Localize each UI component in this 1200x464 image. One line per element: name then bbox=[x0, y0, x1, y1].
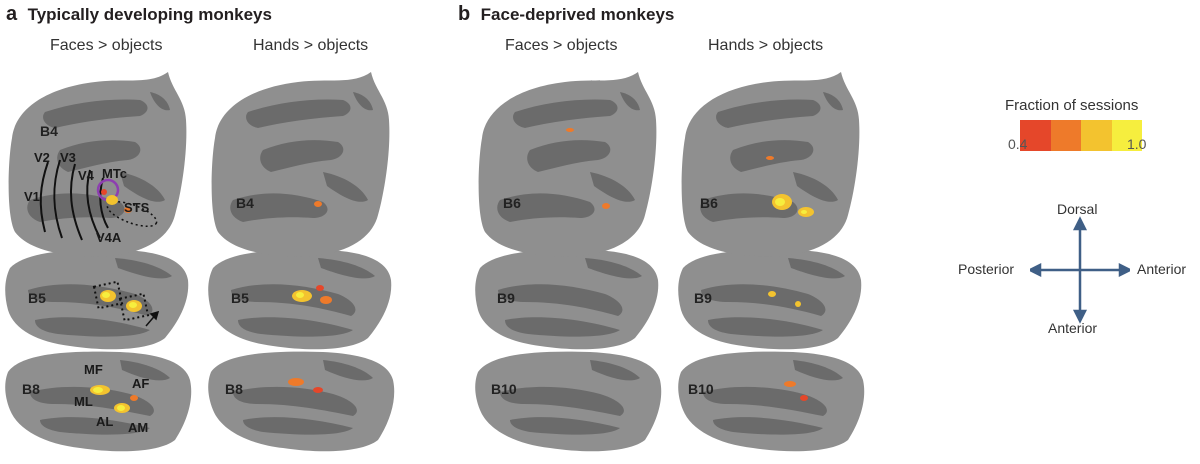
slice-label-a-faces-2: B5 bbox=[28, 290, 46, 306]
slice-label-a-hands-1: B4 bbox=[236, 195, 254, 211]
orientation-compass bbox=[1030, 216, 1130, 324]
compass-left-label: Posterior bbox=[958, 261, 1015, 277]
area-label-am: AM bbox=[128, 420, 148, 435]
compass-top-label: Dorsal bbox=[1057, 201, 1098, 217]
area-label-v4a: V4A bbox=[96, 230, 122, 245]
legend-min: 0.4 bbox=[1008, 136, 1028, 152]
area-label-v4: V4 bbox=[78, 168, 95, 183]
area-label-v2: V2 bbox=[34, 150, 50, 165]
slice-label-a-faces-1: B4 bbox=[40, 123, 58, 139]
panel-a-col1-heading: Faces > objects bbox=[50, 37, 163, 54]
area-label-af: AF bbox=[132, 376, 149, 391]
patch-boxes bbox=[92, 280, 150, 322]
slice-label-b-faces-2: B9 bbox=[497, 290, 515, 306]
legend-max: 1.0 bbox=[1127, 136, 1147, 152]
arrow-up-icon bbox=[1072, 216, 1088, 231]
compass-bottom-label: Anterior bbox=[1048, 320, 1098, 336]
slice-label-a-faces-3: B8 bbox=[22, 381, 40, 397]
panel-b-col1-heading: Faces > objects bbox=[505, 37, 618, 54]
arrow-down-icon bbox=[1072, 309, 1088, 324]
slice-label-b-hands-1: B6 bbox=[700, 195, 718, 211]
panel-a-title: Typically developing monkeys bbox=[27, 5, 272, 24]
arrow-left-icon bbox=[1030, 262, 1042, 278]
slice-label-a-hands-3: B8 bbox=[225, 381, 243, 397]
area-label-v1: V1 bbox=[24, 189, 40, 204]
area-label-v3: V3 bbox=[60, 150, 76, 165]
slice-label-b-faces-1: B6 bbox=[503, 195, 521, 211]
slice-label-a-hands-2: B5 bbox=[231, 290, 249, 306]
anterior-arrow bbox=[145, 310, 160, 327]
activation-blobs bbox=[90, 128, 814, 413]
panel-a-col2-heading: Hands > objects bbox=[253, 37, 369, 54]
panel-b-col2-heading: Hands > objects bbox=[708, 37, 824, 54]
area-label-ml: ML bbox=[74, 394, 93, 409]
area-label-mf: MF bbox=[84, 362, 103, 377]
compass-right-label: Anterior bbox=[1137, 261, 1187, 277]
arrow-right-icon bbox=[1118, 262, 1130, 278]
legend-colorbar-fill bbox=[1020, 120, 1142, 151]
legend-title: Fraction of sessions bbox=[1005, 97, 1139, 114]
panel-a-letter: a bbox=[6, 3, 18, 25]
sts-dotted-outline bbox=[106, 200, 158, 228]
area-label-sts: STS bbox=[124, 200, 150, 215]
area-label-mtc: MTc bbox=[102, 166, 127, 181]
panel-b-letter: b bbox=[458, 3, 471, 25]
area-label-al: AL bbox=[96, 414, 113, 429]
panel-b-title: Face-deprived monkeys bbox=[480, 5, 675, 24]
slice-label-b-hands-3: B10 bbox=[688, 381, 714, 397]
slice-label-b-hands-2: B9 bbox=[694, 290, 712, 306]
slice-label-b-faces-3: B10 bbox=[491, 381, 517, 397]
